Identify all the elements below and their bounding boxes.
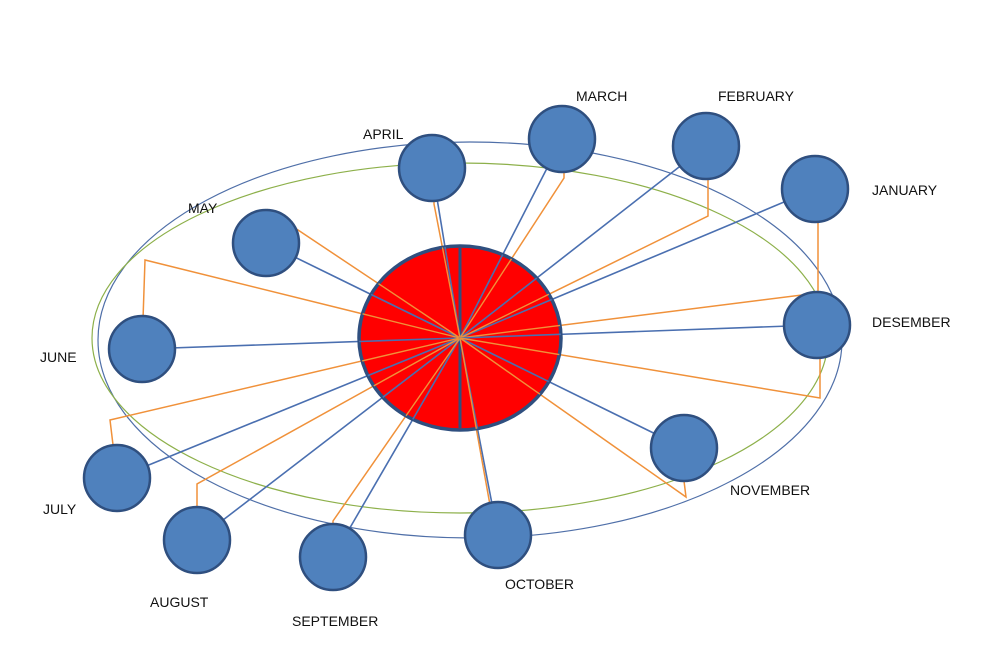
- planet-march: [527, 104, 597, 174]
- sun-orange-ray-april: [441, 247, 461, 339]
- sun-orange-ray-august: [373, 337, 461, 387]
- planet-october: [463, 500, 533, 570]
- month-label-july: JULY: [43, 501, 77, 517]
- planet-august: [162, 505, 232, 575]
- planet-april: [397, 133, 467, 203]
- month-label-january: JANUARY: [872, 182, 938, 198]
- planet-june: [107, 314, 177, 384]
- planet-december: [782, 290, 852, 360]
- sun-blue-ray-may: [370, 293, 461, 339]
- sun-blue-ray-december: [459, 333, 561, 339]
- month-label-september: SEPTEMBER: [292, 613, 378, 629]
- sun-orange-ray-july: [362, 337, 461, 362]
- planet-january: [780, 154, 850, 224]
- sun-orange-ray-february: [459, 293, 550, 339]
- month-label-december: DESEMBER: [872, 314, 951, 330]
- sun-blue-ray-november: [459, 337, 550, 383]
- month-label-march: MARCH: [576, 88, 627, 104]
- month-label-february: FEBRUARY: [718, 88, 795, 104]
- sun-blue-ray-september: [412, 337, 461, 420]
- month-planets: [82, 104, 852, 592]
- sun-orange-ray-november: [459, 337, 541, 395]
- sun-orange-ray-october: [459, 337, 477, 429]
- sun-orange-ray-march: [459, 258, 513, 339]
- planet-february: [671, 111, 741, 181]
- sun-blue-ray-february: [459, 277, 538, 339]
- planet-september: [298, 522, 368, 592]
- sun-blue-ray-january: [459, 298, 553, 339]
- month-labels: JANUARY FEBRUARY MARCH APRIL MAY JUNE JU…: [40, 88, 951, 629]
- sun-blue-ray-august: [382, 337, 461, 398]
- month-label-november: NOVEMBER: [730, 482, 810, 498]
- planet-july: [82, 443, 152, 513]
- month-label-april: APRIL: [363, 126, 404, 142]
- month-label-august: AUGUST: [150, 594, 209, 610]
- sun-orange-ray-june: [362, 313, 461, 339]
- sun-orange-ray-september: [405, 337, 461, 417]
- month-label-may: MAY: [188, 200, 218, 216]
- month-label-june: JUNE: [40, 349, 77, 365]
- sun-blue-ray-july: [367, 337, 461, 377]
- planet-november: [649, 413, 719, 483]
- sun-blue-ray-june: [359, 337, 461, 343]
- sun-orange-ray-december: [459, 337, 560, 356]
- planet-may: [231, 208, 301, 278]
- month-label-october: OCTOBER: [505, 576, 574, 592]
- sun-blue-ray-march: [459, 254, 504, 339]
- sun-inner-rays: [359, 246, 561, 429]
- sun-orange-ray-may: [378, 283, 461, 339]
- sun-orange-ray-january: [459, 324, 561, 339]
